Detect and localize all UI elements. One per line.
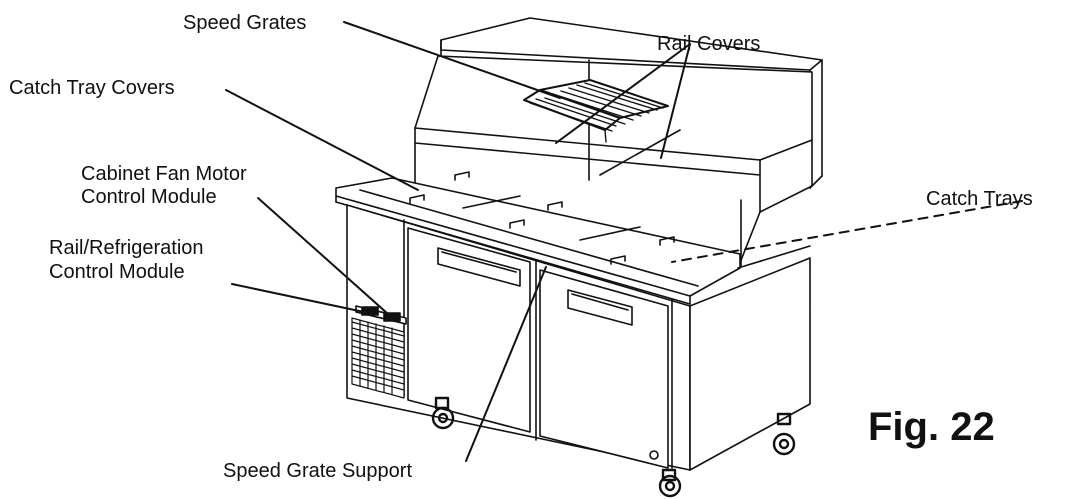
leader-speed-grate-support: [465, 266, 547, 462]
vent-grille: [351, 317, 405, 399]
leader-rail-refrigeration: [231, 283, 365, 313]
rail-refrigeration-label-line2: Control Module: [49, 261, 185, 283]
speed-grates-label: Speed Grates: [183, 12, 307, 34]
rail-refrigeration-label-line1: Rail/Refrigeration: [49, 237, 204, 259]
speed-grate: [523, 79, 669, 143]
catch-tray-covers-label: Catch Tray Covers: [9, 77, 175, 99]
leader-catch-trays: [671, 200, 1023, 263]
cabinet-fan-motor-label-line2: Control Module: [81, 186, 217, 208]
speed-grate-support-label: Speed Grate Support: [223, 460, 413, 482]
leader-rail-covers-left: [555, 43, 691, 144]
leader-speed-grates: [343, 21, 561, 99]
cabinet-fan-motor-label-line1: Cabinet Fan Motor: [81, 163, 247, 185]
leader-cabinet-fan-motor: [257, 197, 389, 315]
rail-covers-label: Rail Covers: [657, 33, 761, 55]
leader-catch-tray-covers: [225, 89, 419, 191]
figure-number: Fig. 22: [868, 405, 995, 449]
leader-lines: [225, 21, 1023, 462]
catch-trays-label: Catch Trays: [926, 188, 1033, 210]
casters: [431, 396, 796, 498]
leader-rail-covers-right: [660, 43, 691, 159]
